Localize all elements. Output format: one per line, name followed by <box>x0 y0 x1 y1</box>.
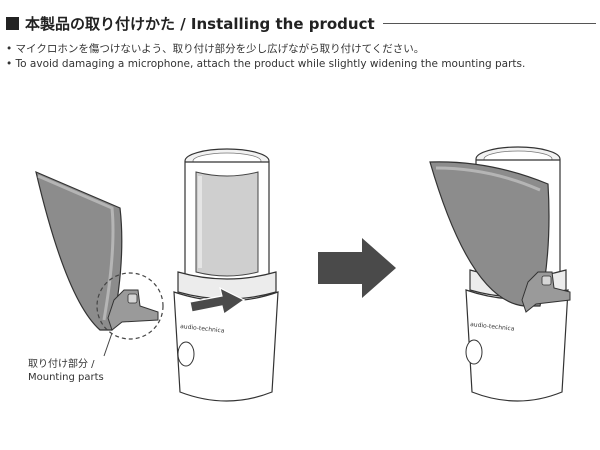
shield-attached <box>429 161 550 307</box>
header-rule <box>382 22 596 24</box>
brand-label-right: audio-technica <box>470 321 515 333</box>
brand-label-left: audio-technica <box>180 323 225 335</box>
transition-arrow <box>318 238 396 298</box>
instruction-japanese: • マイクロホンを傷つけないよう、取り付け部分を少し広げながら取り付けてください… <box>6 43 425 55</box>
section-header: 本製品の取り付けかた / Installing the product <box>6 12 598 34</box>
mounting-parts-label: 取り付け部分 / Mounting parts <box>28 358 104 384</box>
shield-detached <box>35 170 123 331</box>
mounting-clip-left <box>107 289 159 331</box>
instructions: • マイクロホンを傷つけないよう、取り付け部分を少し広げながら取り付けてください… <box>6 42 598 72</box>
section-title: 本製品の取り付けかた / Installing the product <box>25 14 375 33</box>
header-bullet-square <box>6 16 19 30</box>
mounting-clip-right <box>521 271 571 313</box>
insertion-arrow <box>189 286 246 315</box>
microphone-left <box>173 148 279 402</box>
instruction-english: • To avoid damaging a microphone, attach… <box>6 58 526 70</box>
mounting-parts-label-en: Mounting parts <box>28 372 104 383</box>
mounting-parts-label-ja: 取り付け部分 / <box>28 359 95 370</box>
mounting-parts-callout-circle <box>96 272 164 340</box>
callout-leader-line <box>103 332 113 357</box>
